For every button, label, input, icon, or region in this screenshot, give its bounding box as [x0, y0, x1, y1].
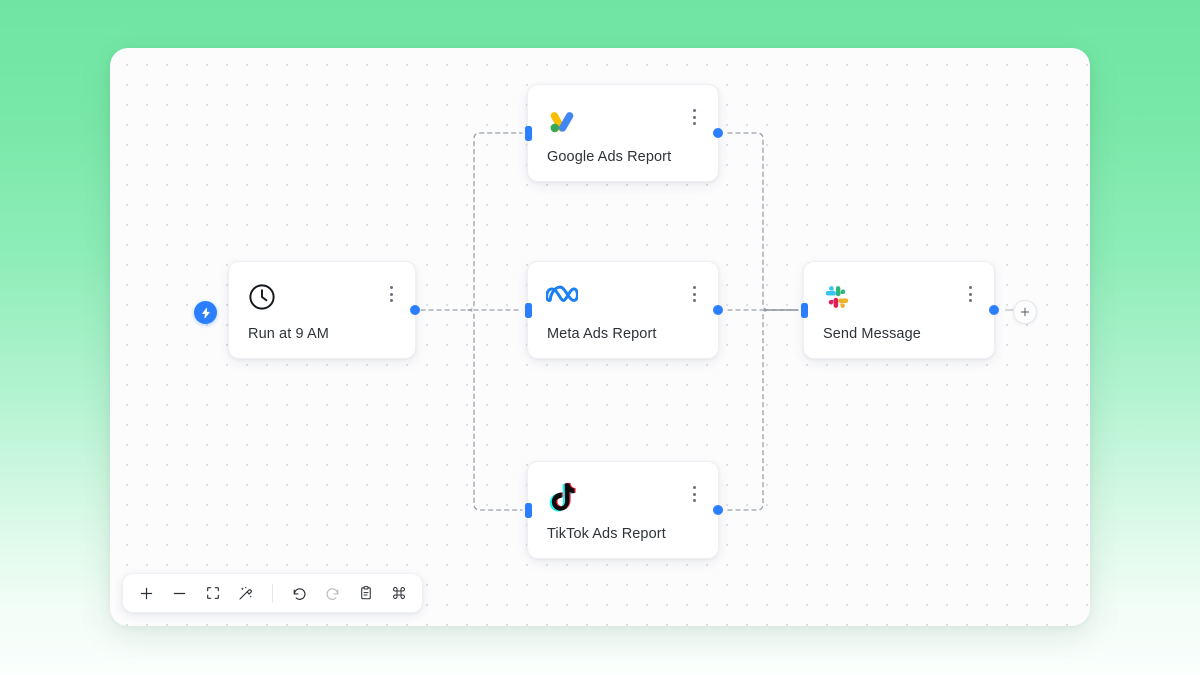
shortcuts-button[interactable]	[382, 578, 415, 608]
kebab-dot	[692, 115, 696, 119]
trigger-badge[interactable]	[194, 301, 217, 324]
tiktok-icon	[546, 482, 578, 514]
clock-icon	[247, 282, 279, 314]
canvas-toolbar[interactable]	[122, 573, 423, 613]
node-options-menu[interactable]	[962, 286, 978, 306]
node-label: Send Message	[823, 326, 921, 342]
kebab-dot	[692, 299, 696, 303]
kebab-dot	[692, 492, 696, 496]
kebab-dot	[389, 292, 393, 296]
clipboard-button[interactable]	[349, 578, 382, 608]
minus-icon	[173, 592, 186, 594]
kebab-dot	[389, 286, 393, 289]
plus-icon	[140, 587, 153, 599]
node-slack[interactable]: Send Message	[800, 261, 999, 359]
node-meta-ads[interactable]: Meta Ads Report	[524, 261, 723, 359]
clipboard-icon	[360, 586, 371, 600]
undo-button[interactable]	[283, 578, 316, 608]
command-key-icon	[392, 587, 405, 599]
node-options-menu[interactable]	[686, 109, 702, 129]
undo-icon	[293, 587, 306, 600]
workflow-edges	[420, 132, 1016, 511]
kebab-dot	[389, 299, 393, 303]
redo-button[interactable]	[316, 578, 349, 608]
toolbar-divider	[272, 583, 273, 603]
input-port[interactable]	[524, 302, 532, 318]
output-port[interactable]	[713, 305, 723, 315]
node-trigger[interactable]: Run at 9 AM	[228, 261, 420, 359]
node-label: Run at 9 AM	[248, 326, 329, 342]
fit-view-icon	[206, 587, 219, 599]
kebab-dot	[692, 499, 696, 503]
slack-icon	[822, 282, 854, 314]
kebab-dot	[692, 286, 696, 289]
output-port[interactable]	[713, 128, 723, 138]
node-options-menu[interactable]	[686, 286, 702, 306]
zoom-out-button[interactable]	[163, 578, 196, 608]
google-ads-icon	[546, 105, 578, 137]
kebab-dot	[692, 292, 696, 296]
kebab-dot	[692, 486, 696, 489]
kebab-dot	[968, 292, 972, 296]
kebab-dot	[968, 299, 972, 303]
add-node-button[interactable]	[1013, 300, 1037, 324]
node-options-menu[interactable]	[383, 286, 399, 306]
lightning-bolt-icon	[201, 307, 210, 318]
edge-trigger-to-google-ads	[467, 132, 523, 311]
auto-layout-button[interactable]	[229, 578, 262, 608]
output-port[interactable]	[713, 505, 723, 515]
workflow-canvas-panel[interactable]: Run at 9 AM Googl	[110, 48, 1090, 626]
node-label: Google Ads Report	[547, 149, 672, 165]
node-tiktok-ads[interactable]: TikTok Ads Report	[524, 461, 723, 559]
kebab-dot	[968, 286, 972, 289]
edge-trigger-to-tiktok-ads	[467, 309, 523, 511]
fit-view-button[interactable]	[196, 578, 229, 608]
magic-wand-icon	[239, 586, 252, 600]
kebab-dot	[692, 109, 696, 112]
node-label: TikTok Ads Report	[547, 526, 666, 542]
output-port[interactable]	[989, 305, 999, 315]
node-google-ads[interactable]: Google Ads Report	[524, 84, 723, 182]
input-port[interactable]	[524, 502, 532, 518]
meta-icon	[545, 282, 579, 314]
node-label: Meta Ads Report	[547, 326, 657, 342]
redo-icon	[326, 587, 339, 600]
input-port[interactable]	[524, 125, 532, 141]
output-port[interactable]	[410, 305, 420, 315]
input-port[interactable]	[800, 302, 808, 318]
edge-google-ads-to-slack	[727, 132, 799, 311]
plus-icon	[1020, 307, 1030, 317]
kebab-dot	[692, 122, 696, 126]
node-options-menu[interactable]	[686, 486, 702, 506]
edge-tiktok-ads-to-slack	[727, 309, 799, 511]
zoom-in-button[interactable]	[130, 578, 163, 608]
